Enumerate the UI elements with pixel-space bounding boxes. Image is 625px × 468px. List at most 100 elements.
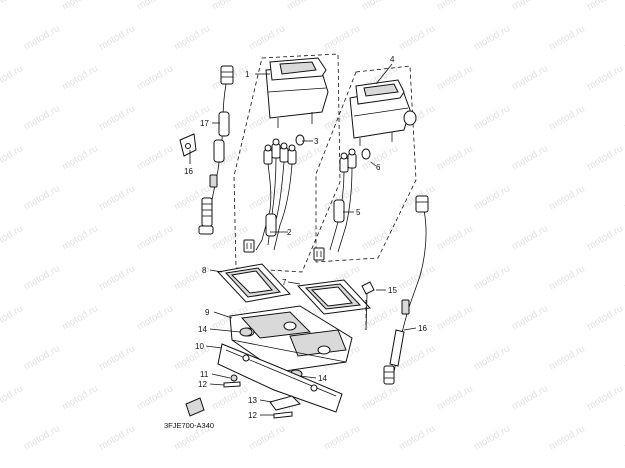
grommet-14a	[239, 327, 253, 337]
watermark-text: motod.ru	[0, 143, 25, 172]
nut-11	[230, 374, 238, 382]
watermark-text: motod.ru	[510, 143, 550, 172]
meter-assembly-4	[313, 65, 417, 263]
reset-knob	[403, 110, 417, 126]
watermark-text: motod.ru	[22, 343, 62, 372]
callout-6: 6	[376, 163, 381, 172]
watermark-text: motod.ru	[22, 103, 62, 132]
bracket-left	[179, 133, 197, 157]
callout-labels: 1 2 3 4 5 6 7 8 9 10 11 12 12 13 14 14 1…	[184, 55, 427, 420]
callout-14b: 14	[318, 374, 327, 383]
watermark-text: motod.ru	[397, 23, 437, 52]
watermark-text: motod.ru	[22, 23, 62, 52]
screw-12a	[223, 381, 241, 388]
watermark-text: motod.ru	[585, 143, 625, 172]
watermark-text: motod.ru	[472, 263, 512, 292]
watermark-text: motod.ru	[247, 183, 287, 212]
speedometer-cable-left	[198, 65, 234, 235]
watermark-text: motod.ru	[60, 63, 100, 92]
watermark-text: motod.ru	[585, 383, 625, 412]
watermark-text: motod.ru	[172, 343, 212, 372]
watermark-text: motod.ru	[97, 103, 137, 132]
watermark-text: motod.ru	[135, 303, 175, 332]
watermark-text: motod.ru	[60, 223, 100, 252]
callout-5: 5	[356, 208, 361, 217]
callout-1: 1	[245, 70, 250, 79]
callout-12b: 12	[248, 411, 257, 420]
watermark-text: motod.ru	[547, 183, 587, 212]
watermark-text: motod.ru	[435, 223, 475, 252]
callout-14a: 14	[198, 325, 207, 334]
watermark-text: motod.ru	[172, 103, 212, 132]
watermark-text: motod.ru	[585, 223, 625, 252]
watermark-text: motod.ru	[135, 63, 175, 92]
watermark-text: motod.ru	[435, 143, 475, 172]
watermark-text: motod.ru	[585, 63, 625, 92]
watermark-text: motod.ru	[247, 23, 287, 52]
callout-7: 7	[282, 278, 287, 287]
watermark-text: motod.ru	[210, 383, 250, 412]
watermark-text: motod.ru	[60, 303, 100, 332]
callout-4: 4	[390, 55, 395, 64]
watermark-text: motod.ru	[247, 423, 287, 452]
watermark-text: motod.ru	[135, 383, 175, 412]
watermark-text: motod.ru	[547, 423, 587, 452]
watermark-text: motod.ru	[285, 0, 325, 13]
watermark-text: motod.ru	[510, 303, 550, 332]
watermark-text: motod.ru	[135, 223, 175, 252]
callout-2: 2	[287, 228, 292, 237]
watermark-text: motod.ru	[435, 303, 475, 332]
watermark-text: motod.ru	[322, 423, 362, 452]
screw-12b	[273, 411, 293, 419]
callout-15: 15	[388, 286, 397, 295]
bulb-6	[361, 148, 371, 160]
watermark-text: motod.ru	[22, 263, 62, 292]
watermark-text: motod.ru	[0, 0, 25, 13]
callout-10: 10	[195, 342, 204, 351]
watermark-text: motod.ru	[510, 383, 550, 412]
watermark-text: motod.ru	[510, 223, 550, 252]
watermark-text: motod.ru	[585, 303, 625, 332]
watermark-text: motod.ru	[360, 383, 400, 412]
tachometer-cable-right	[383, 195, 429, 385]
gasket-7	[296, 279, 372, 315]
watermark-text: motod.ru	[60, 143, 100, 172]
watermark-text: motod.ru	[435, 63, 475, 92]
watermark-text: motod.ru	[22, 423, 62, 452]
watermark-text: motod.ru	[360, 223, 400, 252]
leader-lines	[189, 63, 417, 416]
watermark-text: motod.ru	[472, 343, 512, 372]
watermark-text: motod.ru	[135, 143, 175, 172]
callout-9: 9	[205, 308, 210, 317]
callout-16a: 16	[184, 167, 193, 176]
watermark-text: motod.ru	[97, 343, 137, 372]
callout-16b: 16	[418, 324, 427, 333]
bolt-15	[361, 281, 375, 331]
watermark-text: motod.ru	[60, 383, 100, 412]
watermark-text: motod.ru	[0, 383, 25, 412]
meter-assembly-1	[233, 53, 341, 273]
watermark-text: motod.ru	[547, 343, 587, 372]
watermark-text: motod.ru	[97, 183, 137, 212]
callout-8: 8	[202, 266, 207, 275]
watermark-text: motod.ru	[435, 383, 475, 412]
bracket-10	[217, 343, 343, 413]
watermark-text: motod.ru	[397, 423, 437, 452]
watermark-text: motod.ru	[547, 103, 587, 132]
watermark-text: motod.ru	[547, 23, 587, 52]
callout-12a: 12	[198, 380, 207, 389]
watermark-text: motod.ru	[510, 63, 550, 92]
watermark-text: motod.ru	[135, 0, 175, 13]
watermark-text: motod.ru	[472, 423, 512, 452]
bulb-sockets-1	[263, 138, 297, 165]
diagram-reference-code: 3FJE700-A340	[164, 421, 214, 430]
watermark-text: motod.ru	[0, 223, 25, 252]
watermark-text: motod.ru	[0, 303, 25, 332]
watermark-text: motod.ru	[472, 23, 512, 52]
watermark-text: motod.ru	[322, 23, 362, 52]
bulb-sockets-4	[339, 148, 357, 173]
callout-13: 13	[248, 396, 257, 405]
watermark-text: motod.ru	[510, 0, 550, 13]
watermark-text: motod.ru	[172, 23, 212, 52]
